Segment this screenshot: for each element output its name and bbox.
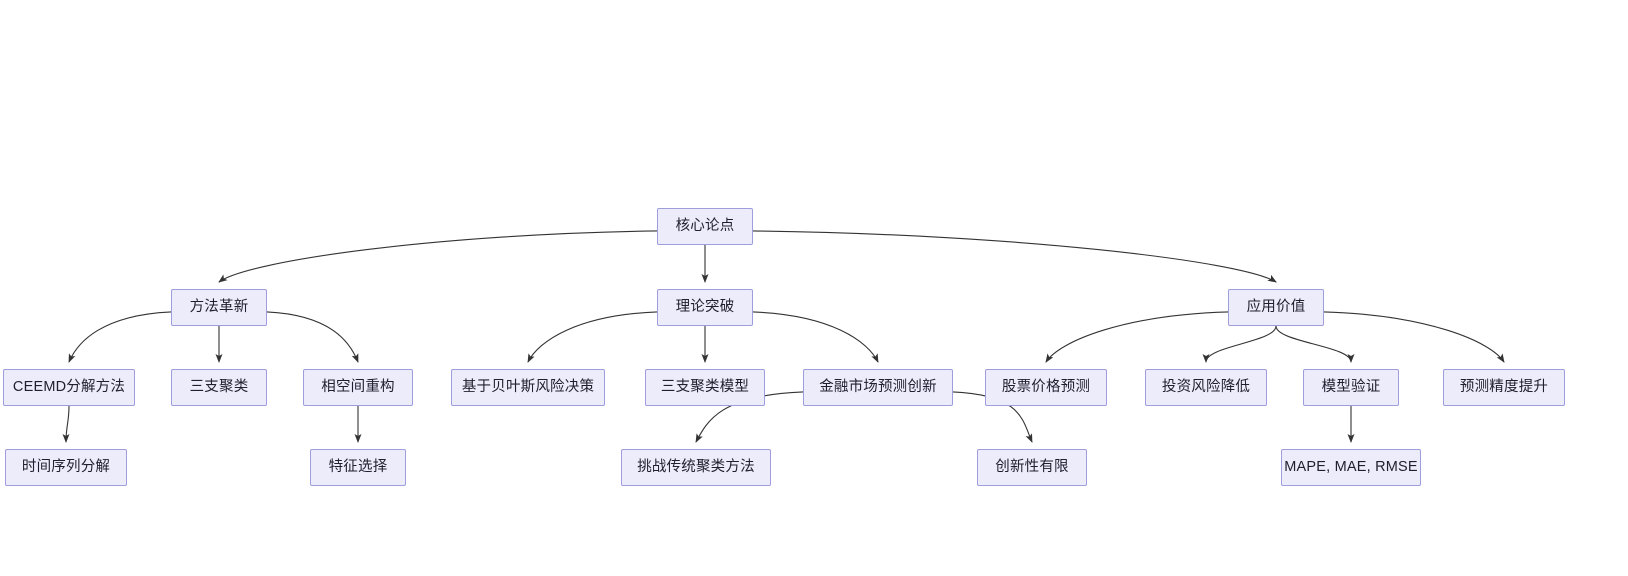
edge-method-to-phase: [266, 311, 359, 363]
node-validate[interactable]: 模型验证: [1303, 369, 1399, 406]
node-label: 挑战传统聚类方法: [637, 459, 755, 476]
node-label: MAPE, MAE, RMSE: [1284, 459, 1418, 476]
node-label: 方法革新: [189, 299, 249, 316]
edge-core-to-method: [218, 230, 658, 283]
node-label: 模型验证: [1321, 379, 1381, 396]
node-phase[interactable]: 相空间重构: [303, 369, 413, 406]
node-label: CEEMD分解方法: [12, 379, 126, 396]
node-label: 相空间重构: [321, 379, 395, 396]
edge-ceemd-to-tsdecomp: [62, 405, 70, 443]
node-label: 时间序列分解: [21, 459, 111, 476]
node-label: 预测精度提升: [1459, 379, 1549, 396]
node-feature[interactable]: 特征选择: [310, 449, 406, 486]
node-tsdecomp[interactable]: 时间序列分解: [5, 449, 127, 486]
node-bayes[interactable]: 基于贝叶斯风险决策: [451, 369, 605, 406]
node-label: 金融市场预测创新: [819, 379, 937, 396]
edge-paths: [62, 230, 1505, 443]
node-threewaymodel[interactable]: 三支聚类模型: [645, 369, 765, 406]
node-label: 基于贝叶斯风险决策: [461, 379, 595, 396]
edge-theory-to-finance: [752, 311, 879, 363]
node-accuracy[interactable]: 预测精度提升: [1443, 369, 1565, 406]
node-label: 股票价格预测: [1001, 379, 1091, 396]
node-theory[interactable]: 理论突破: [657, 289, 753, 326]
edge-method-to-ceemd: [68, 311, 172, 363]
node-label: 核心论点: [675, 218, 735, 235]
node-finance[interactable]: 金融市场预测创新: [803, 369, 953, 406]
node-stock[interactable]: 股票价格预测: [985, 369, 1107, 406]
node-method[interactable]: 方法革新: [171, 289, 267, 326]
node-label: 特征选择: [328, 459, 388, 476]
edge-application-to-stock: [1045, 311, 1229, 363]
edge-application-to-validate: [1275, 325, 1355, 363]
node-label: 投资风险降低: [1161, 379, 1251, 396]
node-label: 理论突破: [675, 299, 735, 316]
node-threeway[interactable]: 三支聚类: [171, 369, 267, 406]
edge-core-to-application: [752, 230, 1277, 283]
node-risk[interactable]: 投资风险降低: [1145, 369, 1267, 406]
node-challenge[interactable]: 挑战传统聚类方法: [621, 449, 771, 486]
edge-application-to-accuracy: [1323, 311, 1505, 363]
edge-application-to-risk: [1202, 325, 1277, 363]
node-label: 应用价值: [1246, 299, 1306, 316]
node-label: 创新性有限: [995, 459, 1069, 476]
node-label: 三支聚类模型: [660, 379, 750, 396]
node-application[interactable]: 应用价值: [1228, 289, 1324, 326]
node-limited[interactable]: 创新性有限: [977, 449, 1087, 486]
node-ceemd[interactable]: CEEMD分解方法: [3, 369, 135, 406]
node-metrics[interactable]: MAPE, MAE, RMSE: [1281, 449, 1421, 486]
node-label: 三支聚类: [189, 379, 249, 396]
node-core[interactable]: 核心论点: [657, 208, 753, 245]
edge-theory-to-bayes: [527, 311, 658, 363]
